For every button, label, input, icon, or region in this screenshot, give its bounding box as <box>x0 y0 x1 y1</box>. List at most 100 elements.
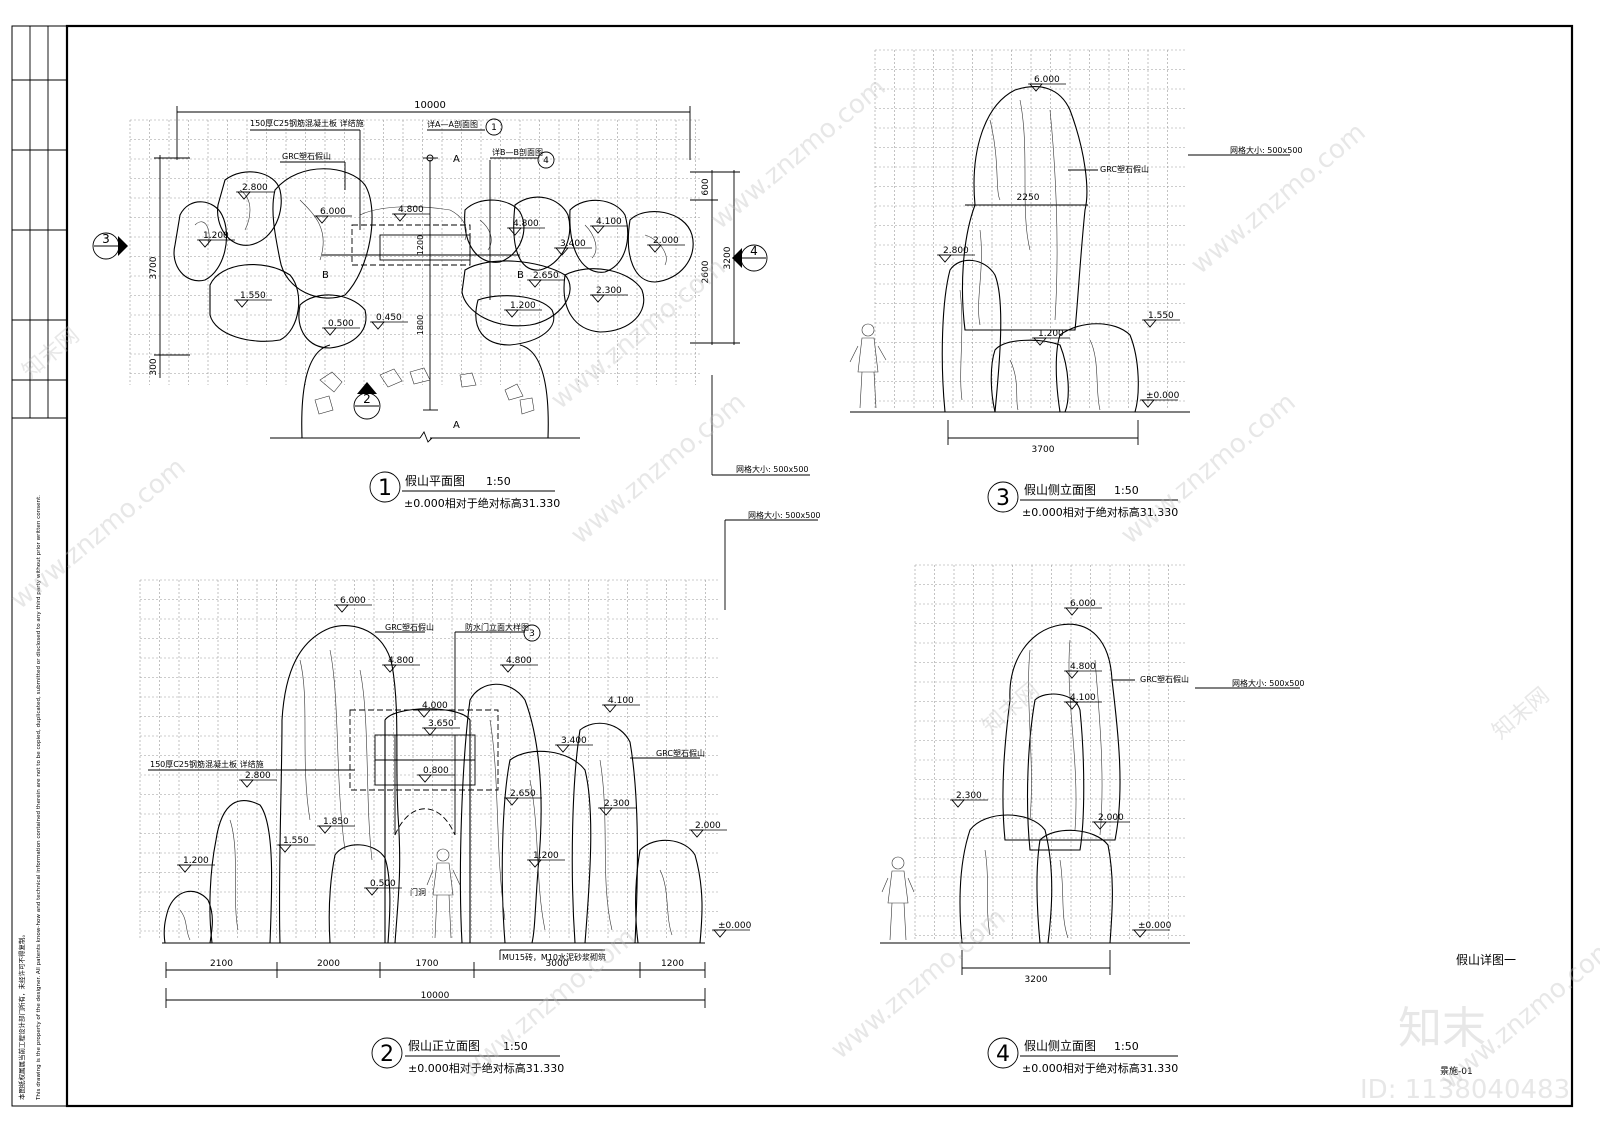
plan-label-section-b: 详B—B剖面图 <box>492 147 543 157</box>
plan-sec-b-right: B <box>517 270 524 281</box>
level-mark: 3.400 <box>555 736 593 753</box>
level-label: 1.200 <box>183 856 209 866</box>
watermark-logo: 知末 <box>1398 1003 1486 1054</box>
level-mark: 3.400 <box>554 239 592 256</box>
level-label: 2.650 <box>510 789 536 799</box>
level-mark: 6.000 <box>314 207 352 224</box>
inner-frame <box>65 24 1574 1108</box>
plan-dim-1200: 1200 <box>416 235 425 255</box>
copyright-cn: 本图纸权属属当前工程设计部门所有，未经许可不得复制。 <box>17 931 26 1100</box>
side3-dim-width: 3700 <box>1032 445 1055 455</box>
level-label: 4.800 <box>1070 662 1096 672</box>
level-label: 2.800 <box>242 183 268 193</box>
level-mark: 2.300 <box>950 791 988 808</box>
level-label: ±0.000 <box>1138 921 1172 931</box>
level-label: 2.650 <box>533 271 559 281</box>
level-label: 4.100 <box>1070 693 1096 703</box>
front2-label-slab: 150厚C25钢筋混凝土板 详结施 <box>150 759 264 769</box>
level-label: ±0.000 <box>1146 391 1180 401</box>
side3-note: ±0.000相对于绝对标高31.330 <box>1022 505 1178 519</box>
front2-grid <box>139 579 720 940</box>
level-mark: 0.450 <box>370 313 408 330</box>
front2-scale: 1:50 <box>503 1040 528 1053</box>
level-mark: 1.200 <box>177 856 215 873</box>
level-label: 2.800 <box>943 246 969 256</box>
front2-dim-label: 1200 <box>661 959 684 969</box>
level-label: 4.800 <box>398 205 424 215</box>
level-label: 1.200 <box>510 301 536 311</box>
side3-view: 2250 3700 GRC塑石假山 网格大小: 500x500 6.0002.8… <box>849 75 1303 519</box>
side4-person-figure <box>881 856 915 941</box>
side4-note: ±0.000相对于绝对标高31.330 <box>1022 1061 1178 1075</box>
svg-text:www.znzmo.com: www.znzmo.com <box>565 387 751 550</box>
plan-mark-bottom: 2 <box>353 382 381 420</box>
side4-view: 3200 GRC塑石假山 网格大小: 500x500 6.0004.8004.1… <box>880 599 1305 1075</box>
level-mark: 1.550 <box>277 836 315 853</box>
svg-text:www.znzmo.com: www.znzmo.com <box>705 72 891 235</box>
side3-grid-note: 网格大小: 500x500 <box>1230 145 1303 155</box>
plan-number: 1 <box>378 476 392 501</box>
side4-level-marks: 6.000 4.800 4.100 2.300 2.000 ±0.000 <box>950 599 1172 938</box>
plan-label-grc: GRC塑石假山 <box>282 151 331 161</box>
level-mark: 2.300 <box>598 799 636 816</box>
plan-dim-total: 10000 <box>414 100 446 111</box>
level-label: 1.550 <box>283 836 309 846</box>
level-mark: 2.000 <box>1092 813 1130 830</box>
plan-sec-a-bottom: A <box>453 420 460 431</box>
level-mark: 1.200 <box>504 301 542 318</box>
level-label: 4.800 <box>388 656 414 666</box>
level-label: 0.500 <box>328 319 354 329</box>
svg-text:3: 3 <box>102 232 110 246</box>
level-label: 4.100 <box>596 217 622 227</box>
plan-mark-right: 4 <box>732 244 768 272</box>
level-mark: ±0.000 <box>1132 921 1172 938</box>
plan-mark-left: 3 <box>92 232 128 260</box>
level-mark: 1.200 <box>527 851 565 868</box>
svg-text:知末网: 知末网 <box>1488 683 1555 745</box>
plan-dim-right-3200: 3200 <box>723 246 733 269</box>
level-mark: 2.300 <box>590 286 628 303</box>
plan-note: ±0.000相对于绝对标高31.330 <box>404 496 560 510</box>
plan-sec-b-left: B <box>322 270 329 281</box>
level-mark: 2.800 <box>236 183 274 200</box>
front2-label-wood: 防水门立面大样图 <box>465 622 529 632</box>
level-label: 2.300 <box>956 791 982 801</box>
sheet-title: 假山详图一 <box>1456 952 1516 967</box>
plan-dim-left-3700: 3700 <box>149 256 159 279</box>
side4-grid-note: 网格大小: 500x500 <box>1232 678 1305 688</box>
level-mark: 6.000 <box>1028 75 1066 92</box>
level-label: 4.000 <box>422 701 448 711</box>
svg-text:知末网: 知末网 <box>978 678 1045 740</box>
level-label: 6.000 <box>1070 599 1096 609</box>
front2-dim-label: 2100 <box>210 959 233 969</box>
plan-callout-b-num: 4 <box>543 156 549 166</box>
level-label: 1.200 <box>1038 329 1064 339</box>
side3-grid <box>874 49 1185 410</box>
level-label: 3.400 <box>561 736 587 746</box>
svg-text:4: 4 <box>750 244 758 258</box>
svg-text:www.znzmo.com: www.znzmo.com <box>455 922 641 1085</box>
level-label: 0.450 <box>376 313 402 323</box>
level-label: 2.000 <box>1098 813 1124 823</box>
level-mark: 4.800 <box>1064 662 1102 679</box>
front2-dim-label: 2000 <box>317 959 340 969</box>
level-mark: 4.800 <box>507 219 545 236</box>
level-mark: 6.000 <box>334 596 372 613</box>
watermarks: www.znzmo.com www.znzmo.com www.znzmo.co… <box>5 72 1600 1105</box>
plan-callout-a-num: 1 <box>491 123 497 133</box>
level-label: 6.000 <box>340 596 366 606</box>
front2-label-door: 门洞 <box>410 887 426 897</box>
plan-scale: 1:50 <box>486 475 511 488</box>
plan-title: 假山平面图 <box>405 474 465 488</box>
level-label: 2.300 <box>604 799 630 809</box>
level-label: 2.300 <box>596 286 622 296</box>
level-mark: 2.650 <box>527 271 565 288</box>
side4-grid <box>914 564 1185 940</box>
level-mark: 0.500 <box>364 879 402 896</box>
level-label: 3.650 <box>428 719 454 729</box>
level-label: 3.400 <box>560 239 586 249</box>
